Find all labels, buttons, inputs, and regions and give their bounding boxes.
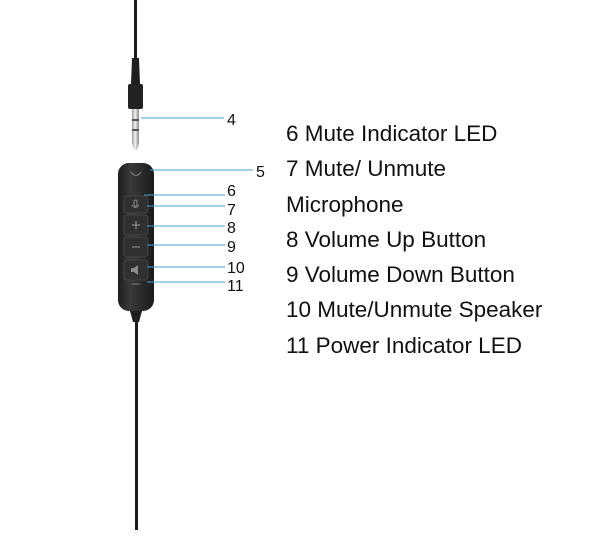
callout-number: 5 <box>256 164 265 181</box>
callout-number: 4 <box>227 112 236 129</box>
lower-cable <box>135 320 138 530</box>
callout-number: 7 <box>227 202 236 219</box>
plug-housing <box>128 84 143 109</box>
legend-line: 8 Volume Up Button <box>286 226 487 252</box>
power-indicator-led <box>132 283 140 285</box>
lower-strain-relief <box>130 311 142 322</box>
mute-microphone-button[interactable] <box>123 195 149 214</box>
legend-line: 6 Mute Indicator LED <box>286 121 498 146</box>
top-led-window <box>130 171 142 177</box>
callout-number: 9 <box>227 239 236 256</box>
plus-icon <box>132 221 140 229</box>
callout-number: 6 <box>227 183 236 200</box>
upper-cable <box>134 0 137 60</box>
microphone-icon <box>131 199 140 208</box>
speaker-icon <box>131 265 138 275</box>
callout-number: 8 <box>227 220 236 237</box>
legend-line: 10 Mute/Unmute Speaker <box>286 297 543 323</box>
legend-line: 11 Power Indicator LED <box>286 332 522 358</box>
callout-number: 11 <box>227 278 244 295</box>
legend-line: 9 Volume Down Button <box>286 262 515 288</box>
audio-jack-plug <box>132 109 139 150</box>
component-legend: 6 Mute Indicator LED 7 Mute/ Unmute Micr… <box>286 116 542 363</box>
plug-strain-relief <box>131 58 140 84</box>
legend-line: 7 Mute/ Unmute <box>286 156 447 182</box>
leader-lines <box>141 117 253 283</box>
callout-number: 10 <box>227 260 245 277</box>
legend-line: Microphone <box>286 191 404 217</box>
